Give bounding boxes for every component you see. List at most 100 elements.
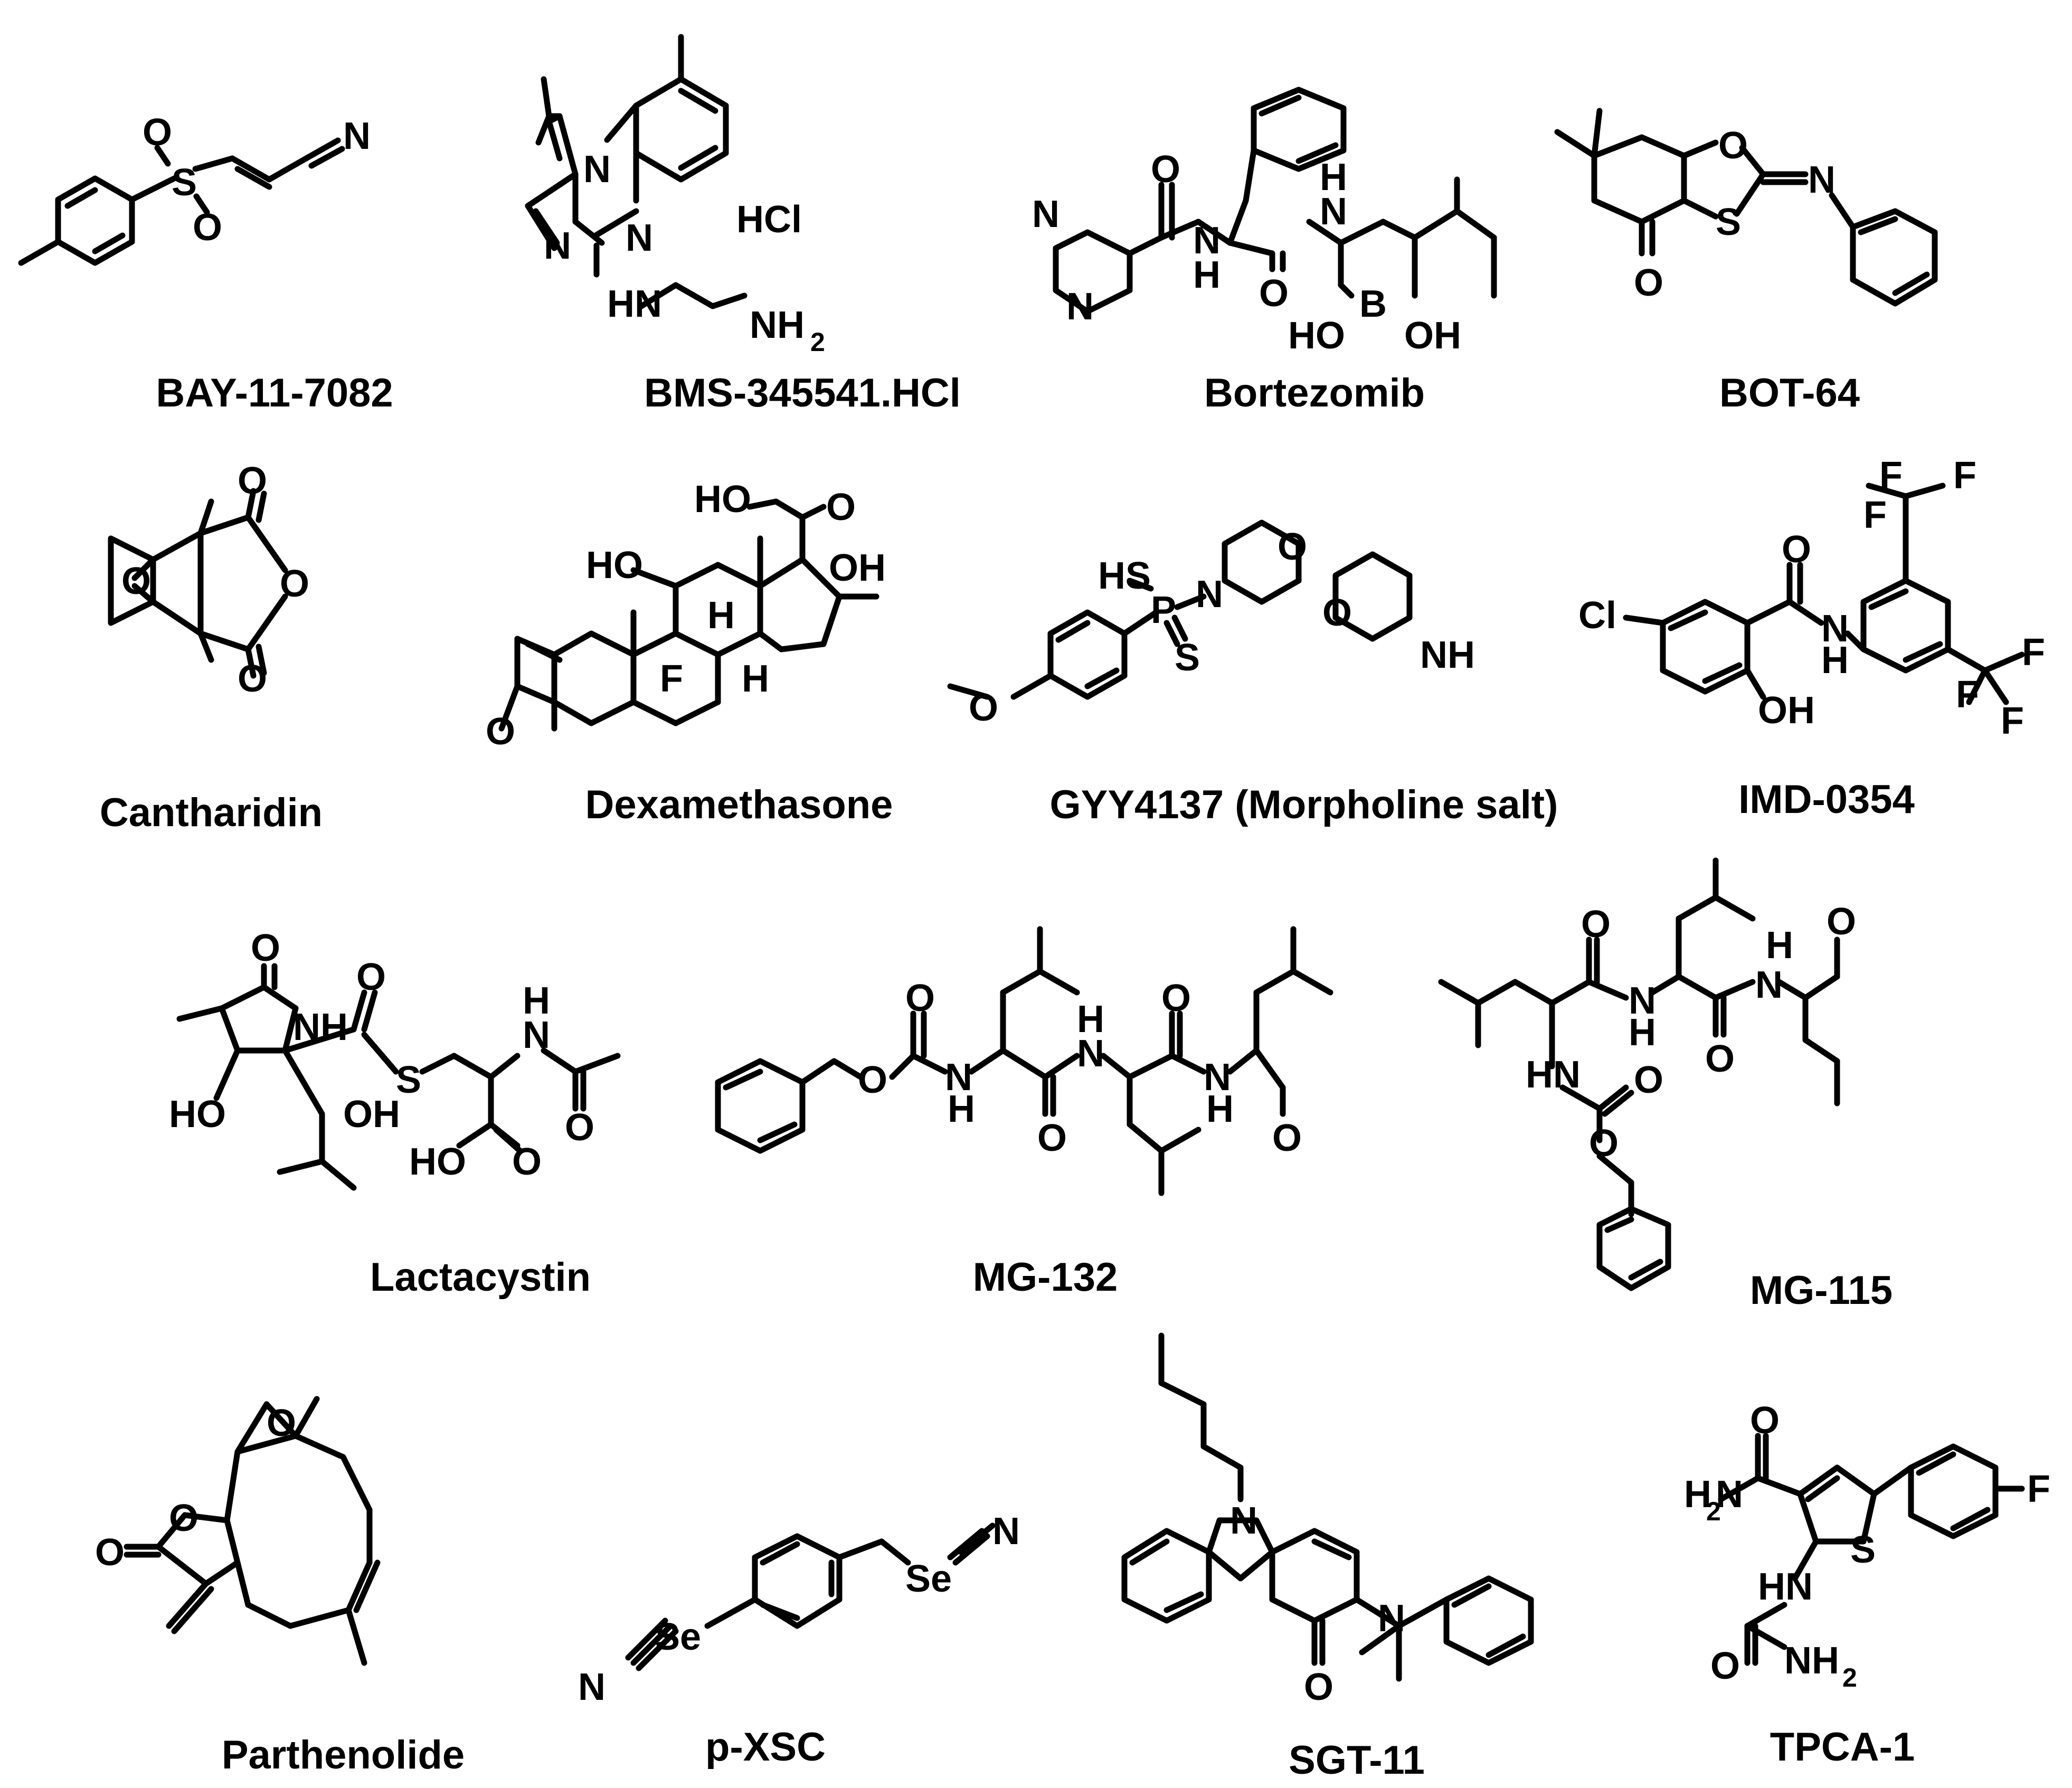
atom-label: O bbox=[1581, 903, 1611, 945]
atom-label: F bbox=[2001, 700, 2024, 742]
atom-label: H bbox=[707, 594, 735, 637]
atom-label: N bbox=[1196, 573, 1223, 616]
atom-label: O bbox=[512, 1141, 542, 1183]
atom-label: O bbox=[1827, 901, 1856, 943]
structure-sgt-11: N N O bbox=[1121, 1332, 1534, 1708]
atom-label: Se bbox=[905, 1558, 952, 1600]
atom-label: O bbox=[143, 111, 172, 154]
atom-label: O bbox=[1589, 1122, 1619, 1165]
atom-label: O bbox=[169, 1497, 198, 1539]
compound-name: MG-132 bbox=[973, 1255, 1118, 1300]
compound-name: GYY4137 (Morpholine salt) bbox=[1050, 782, 1558, 827]
atom-label: O bbox=[486, 711, 515, 753]
atom-label: N bbox=[1629, 980, 1656, 1022]
atom-label: O bbox=[1272, 1117, 1302, 1159]
atom-label: O bbox=[826, 486, 856, 528]
atom-label: HCl bbox=[736, 198, 802, 241]
compound-name: MG-115 bbox=[1750, 1268, 1893, 1313]
atom-label: O bbox=[280, 563, 309, 605]
atom-label: H bbox=[948, 1088, 975, 1130]
atom-label: N bbox=[1808, 159, 1836, 201]
atom-subscript: 2 bbox=[1842, 1663, 1857, 1692]
atom-label: N bbox=[578, 1666, 605, 1708]
atom-label: HN bbox=[607, 283, 662, 325]
atom-label: F bbox=[1879, 455, 1903, 497]
atom-label: N bbox=[1821, 608, 1849, 650]
atom-label: N bbox=[343, 115, 371, 157]
compound-name: Dexamethasone bbox=[585, 782, 893, 827]
structure-bay-11-7082: O S O N bbox=[18, 111, 371, 266]
atom-label: O bbox=[251, 927, 280, 969]
atom-label: H bbox=[1206, 1088, 1234, 1130]
atom-label: O bbox=[238, 658, 267, 700]
atom-label: N bbox=[1320, 191, 1347, 233]
atom-label: O bbox=[1750, 1399, 1780, 1442]
atom-label: O bbox=[1259, 272, 1289, 315]
atom-label: O bbox=[1304, 1666, 1333, 1708]
compound-name: BAY-11-7082 bbox=[156, 371, 393, 415]
atom-label: O bbox=[565, 1106, 594, 1149]
structure-parthenolide: O O O bbox=[95, 1396, 381, 1666]
structure-lactacystin: O NH O H N S HO OH HO O O bbox=[169, 927, 621, 1191]
atom-label: B bbox=[1359, 283, 1387, 325]
structure-bms-345541: N N N HCl HN NH 2 bbox=[525, 34, 825, 357]
atom-label: HN bbox=[1526, 1054, 1581, 1096]
atom-label: O bbox=[1782, 528, 1811, 571]
atom-label: O bbox=[238, 460, 267, 502]
structure-cantharidin: O O O O bbox=[108, 460, 309, 700]
atom-label: N bbox=[1230, 1500, 1257, 1542]
atom-label: N bbox=[992, 1510, 1020, 1553]
atom-label: O bbox=[1710, 1645, 1740, 1687]
atom-label: HO bbox=[409, 1141, 466, 1183]
compound-name: Cantharidin bbox=[100, 790, 323, 835]
atom-label: N bbox=[626, 217, 653, 259]
atom-label: H bbox=[1684, 1473, 1711, 1516]
atom-label: O bbox=[905, 977, 935, 1019]
atom-label: O bbox=[95, 1531, 125, 1574]
compound-name: p-XSC bbox=[705, 1725, 826, 1770]
atom-label: N bbox=[544, 225, 571, 267]
atom-label: OH bbox=[829, 547, 886, 589]
structure-p-xsc: N Se Se N bbox=[578, 1510, 1020, 1708]
atom-label: HO bbox=[169, 1093, 226, 1136]
atom-label: S bbox=[1175, 637, 1200, 679]
atom-label: N bbox=[1032, 193, 1059, 235]
atom-label: N bbox=[1066, 286, 1094, 328]
atom-label: F bbox=[2027, 1468, 2050, 1510]
compound-name: Bortezomib bbox=[1204, 371, 1425, 415]
atom-label: OH bbox=[1404, 315, 1461, 357]
atom-label: S bbox=[396, 1059, 421, 1101]
atom-label: F bbox=[1863, 494, 1887, 536]
atom-label: O bbox=[1161, 977, 1191, 1019]
atom-label: F bbox=[2022, 631, 2045, 674]
structure-imd-0354: F F F Cl O N H OH F F F bbox=[1578, 455, 2045, 742]
atom-label: O bbox=[1634, 1059, 1663, 1101]
atom-label: H bbox=[742, 658, 769, 700]
atom-label: O bbox=[1151, 148, 1180, 191]
atom-label: N bbox=[583, 148, 611, 191]
structure-mg-115: O H O N H N HN O O O O bbox=[1438, 857, 1856, 1291]
atom-label: N bbox=[523, 1014, 550, 1056]
atom-label: O bbox=[121, 560, 151, 602]
compound-name: Lactacystin bbox=[370, 1255, 591, 1300]
atom-label: N bbox=[1193, 220, 1221, 262]
atom-label: O bbox=[858, 1059, 887, 1101]
atom-label: P bbox=[1151, 589, 1176, 631]
atom-label: O bbox=[356, 956, 386, 998]
structure-tpca-1: O H 2 N S F HN O NH 2 bbox=[1684, 1399, 2050, 1692]
atom-label: O bbox=[1705, 1038, 1735, 1080]
atom-subscript: 2 bbox=[810, 327, 825, 357]
atom-label: H bbox=[1821, 639, 1849, 682]
atom-label: H bbox=[1766, 924, 1793, 967]
atom-label: O bbox=[267, 1402, 296, 1444]
atom-label: O bbox=[1718, 125, 1748, 167]
atom-label: NH bbox=[1420, 634, 1475, 676]
atom-label: OH bbox=[343, 1093, 400, 1136]
atom-label: O bbox=[969, 687, 998, 729]
atom-label: O bbox=[1322, 592, 1352, 634]
atom-label: F bbox=[1953, 455, 1976, 497]
atom-label: HN bbox=[1758, 1566, 1813, 1608]
atom-label: N bbox=[1204, 1056, 1231, 1099]
atom-label: H bbox=[1193, 254, 1221, 296]
